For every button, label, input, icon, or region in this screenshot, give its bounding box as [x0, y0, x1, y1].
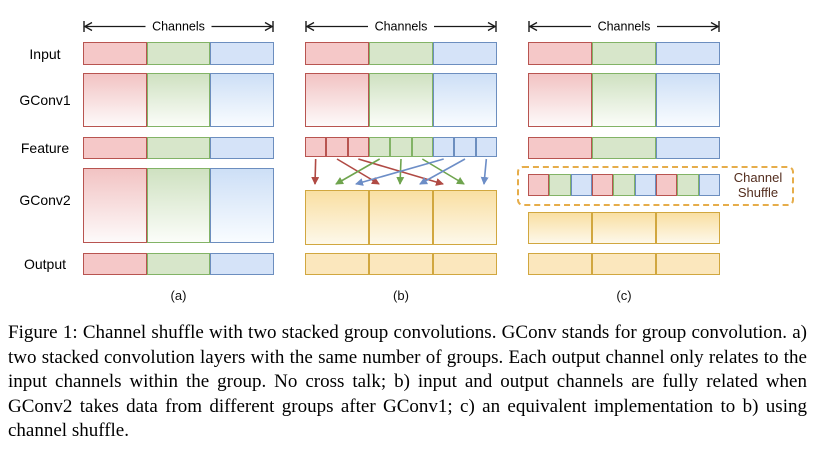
- gconv1-block: [147, 73, 210, 127]
- feature-cell: [476, 137, 497, 157]
- shuffle-arrow-red: [311, 158, 320, 185]
- gconv2-block: [369, 190, 433, 245]
- input-block: [83, 42, 147, 65]
- output-block: [210, 253, 274, 275]
- gconv1-block: [210, 73, 274, 127]
- feature-block: [147, 137, 210, 159]
- input-block: [305, 42, 369, 65]
- feature-cell: [369, 137, 390, 157]
- output-block: [147, 253, 210, 275]
- channel-shuffle-box: [517, 166, 794, 206]
- panel-label-c: (c): [616, 288, 632, 303]
- channels-dimension-arrow: Channels: [83, 20, 274, 34]
- gconv1-block: [433, 73, 497, 127]
- gconv1-block: [528, 73, 592, 127]
- gconv2-block: [83, 168, 147, 243]
- feature-cell: [326, 137, 348, 157]
- shuffle-cell: [571, 174, 592, 196]
- gconv1-block: [656, 73, 720, 127]
- input-block: [147, 42, 210, 65]
- feature-block: [210, 137, 274, 159]
- gconv2-block: [147, 168, 210, 243]
- row-label-output: Output: [23, 256, 67, 272]
- output-block: [433, 253, 497, 275]
- gconv1-block: [305, 73, 369, 127]
- input-block: [592, 42, 656, 65]
- shuffle-arrow-blue: [480, 158, 489, 185]
- shuffle-arrow-blue: [419, 158, 466, 185]
- shuffle-arrow-green: [335, 158, 381, 185]
- gconv2-block: [305, 190, 369, 245]
- panel-label-b: (b): [393, 288, 409, 303]
- group-crossing-arrows: [311, 158, 489, 186]
- shuffle-cell: [677, 174, 699, 196]
- feature-cell: [433, 137, 454, 157]
- gconv1-block: [592, 73, 656, 127]
- feature-cell: [412, 137, 433, 157]
- channels-label: Channels: [152, 20, 205, 34]
- feature-block: [528, 137, 592, 159]
- feature-block: [656, 137, 720, 159]
- input-block: [369, 42, 433, 65]
- gconv2-block: [210, 168, 274, 243]
- feature-block: [83, 137, 147, 159]
- output-block: [305, 253, 369, 275]
- output-block: [369, 253, 433, 275]
- gconv2-block: [528, 212, 592, 244]
- gconv2-block: [656, 212, 720, 244]
- shuffle-cell: [528, 174, 549, 196]
- feature-cell: [390, 137, 412, 157]
- shuffle-cell: [656, 174, 677, 196]
- feature-cell: [454, 137, 476, 157]
- channel-shuffle-label-line: Shuffle: [737, 184, 779, 200]
- channels-label: Channels: [598, 20, 651, 34]
- row-label-gconv2: GConv2: [19, 192, 71, 208]
- input-block: [528, 42, 592, 65]
- shuffle-cell: [699, 174, 720, 196]
- output-block: [528, 253, 592, 275]
- feature-cell: [305, 137, 326, 157]
- channels-label: Channels: [375, 20, 428, 34]
- gconv1-block: [369, 73, 433, 127]
- shuffle-cell: [592, 174, 613, 196]
- gconv1-block: [83, 73, 147, 127]
- row-label-feature: Feature: [20, 140, 70, 156]
- panel-label-a: (a): [170, 288, 187, 303]
- gconv2-block: [433, 190, 497, 245]
- shuffle-cell: [635, 174, 656, 196]
- shuffle-cell: [613, 174, 635, 196]
- output-block: [592, 253, 656, 275]
- input-block: [656, 42, 720, 65]
- input-block: [433, 42, 497, 65]
- shuffle-cell: [549, 174, 571, 196]
- output-block: [83, 253, 147, 275]
- channels-dimension-arrow: Channels: [528, 20, 720, 34]
- figure-caption: Figure 1: Channel shuffle with two stack…: [8, 322, 807, 441]
- row-label-gconv1: GConv1: [19, 92, 71, 108]
- gconv2-block: [592, 212, 656, 244]
- channels-dimension-arrow: Channels: [305, 20, 497, 34]
- feature-block: [592, 137, 656, 159]
- output-block: [656, 253, 720, 275]
- row-label-input: Input: [29, 46, 61, 62]
- channel-shuffle-label-line: Channel: [733, 170, 783, 185]
- shuffle-arrow-blue: [355, 158, 444, 186]
- input-block: [210, 42, 274, 65]
- feature-cell: [348, 137, 369, 157]
